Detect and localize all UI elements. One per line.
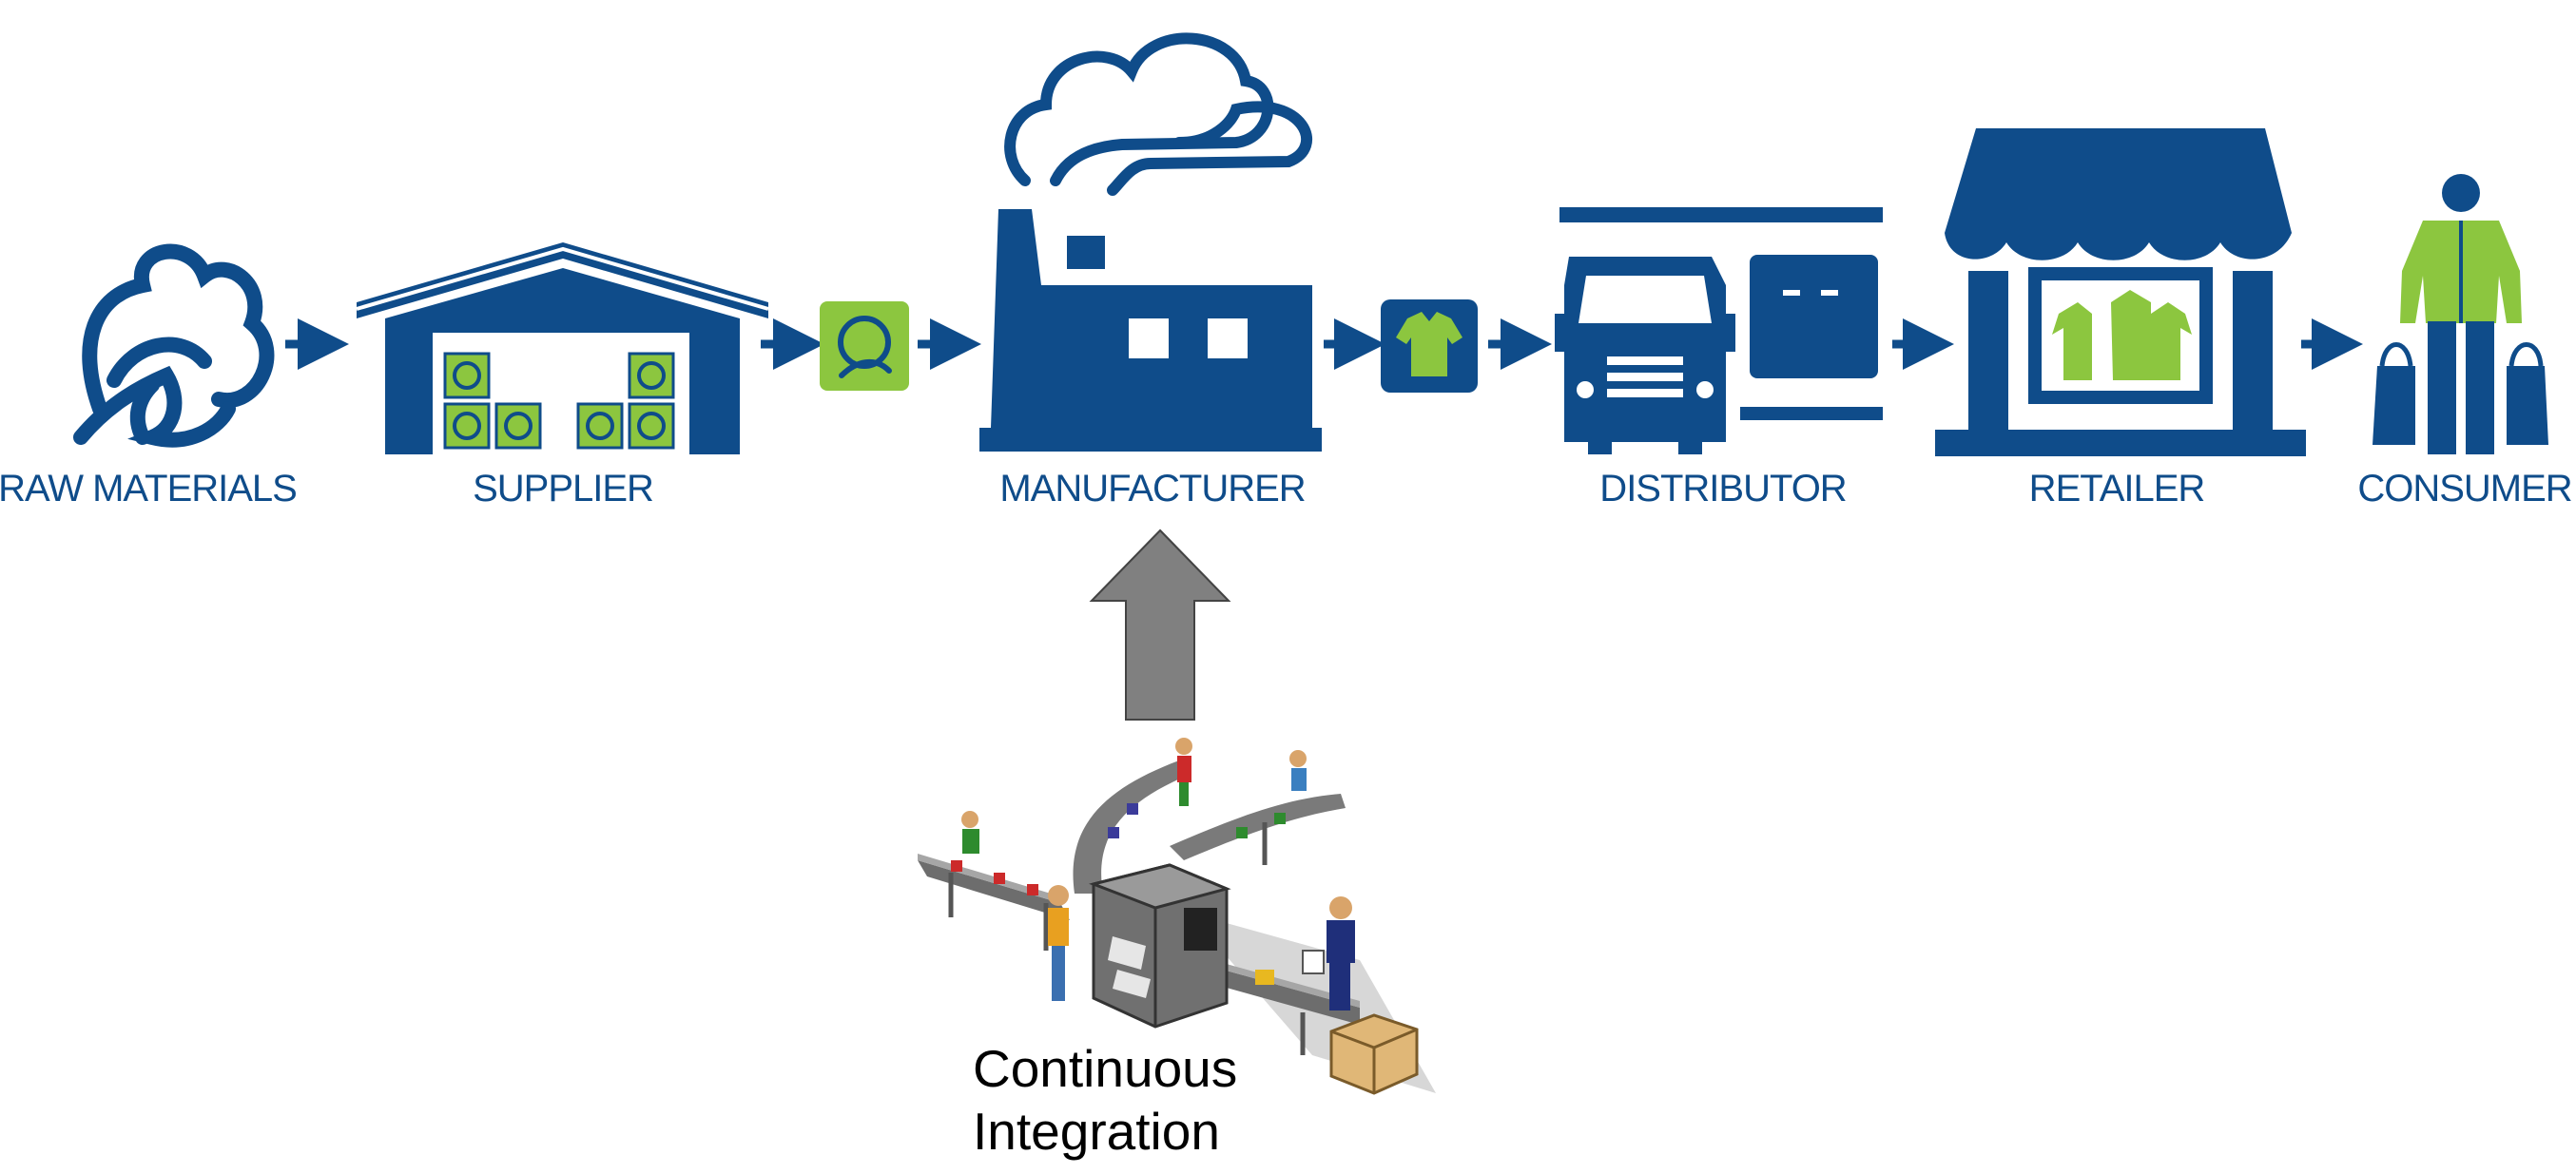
person-with-bags-icon	[2373, 174, 2548, 454]
worker-figure	[1175, 738, 1192, 806]
stage-label-raw-materials: RAW MATERIALS	[0, 468, 298, 510]
worker-figure	[1048, 885, 1069, 1001]
ci-caption-line2: Integration	[973, 1102, 1220, 1161]
cotton-icon	[73, 243, 275, 448]
smoke-cloud	[1004, 32, 1312, 196]
worker-figure	[961, 811, 979, 854]
factory-icon	[979, 32, 1322, 452]
worker-figure	[1302, 896, 1355, 1010]
assembly-line-icon	[918, 738, 1436, 1095]
ci-caption-line1: Continuous	[973, 1039, 1238, 1098]
stage-label-retailer: RETAILER	[2028, 468, 2206, 510]
store-icon	[1935, 128, 2306, 456]
up-arrow-shape	[1089, 529, 1231, 721]
worker-figure	[1289, 750, 1307, 791]
warehouse-icon	[356, 242, 769, 454]
stage-label-supplier: SUPPLIER	[473, 468, 654, 510]
cotton-box-icon	[820, 301, 909, 391]
shirt-box-icon	[1381, 299, 1478, 393]
stage-label-manufacturer: MANUFACTURER	[999, 468, 1306, 510]
stage-label-distributor: DISTRIBUTOR	[1599, 468, 1847, 510]
stage-label-consumer: CONSUMER	[2357, 468, 2572, 510]
truck-icon	[1555, 207, 1883, 454]
